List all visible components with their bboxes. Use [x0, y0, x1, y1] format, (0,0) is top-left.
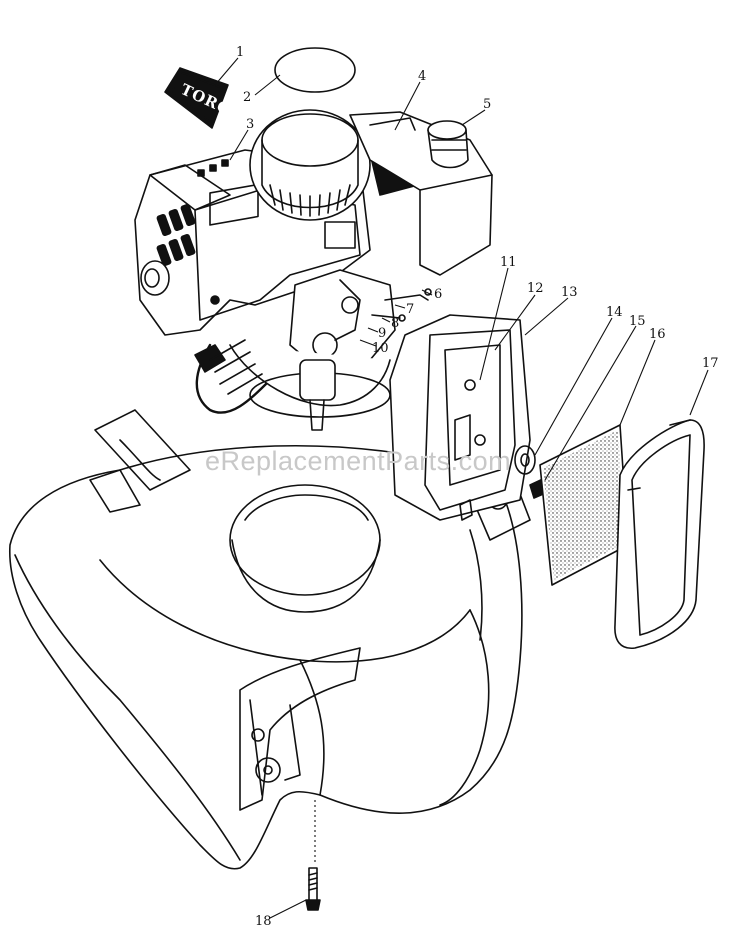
- air-filter-element: [539, 424, 629, 586]
- callout-8: 8: [391, 316, 399, 331]
- air-cleaner-cover: [614, 419, 705, 650]
- starter-ribs: [269, 184, 351, 217]
- engine-assembly: [134, 109, 493, 431]
- callout-13: 13: [561, 285, 578, 300]
- callout-7: 7: [406, 302, 414, 317]
- callout-12: 12: [527, 281, 544, 296]
- mounting-bolt: [305, 800, 321, 911]
- callout-2: 2: [243, 90, 251, 105]
- toro-decal: TORO: [164, 67, 234, 129]
- leader-lines: [214, 57, 709, 919]
- callout-15: 15: [629, 314, 646, 329]
- air-cleaner-base: [389, 314, 531, 521]
- watermark: eReplacementParts.com: [205, 446, 511, 476]
- callout-17: 17: [702, 356, 719, 371]
- callout-4: 4: [418, 69, 426, 84]
- callout-labels: 1 2 3 4 5 6 7 8 9 10 11 12 13 14 15 16 1…: [236, 45, 719, 929]
- callout-10: 10: [372, 341, 389, 356]
- callout-11: 11: [500, 255, 517, 270]
- callout-3: 3: [246, 117, 254, 132]
- callout-6: 6: [434, 287, 442, 302]
- callout-9: 9: [378, 326, 386, 341]
- callout-5: 5: [483, 97, 491, 112]
- callout-16: 16: [649, 327, 666, 342]
- callout-14: 14: [606, 305, 623, 320]
- cooling-vents: [156, 159, 229, 267]
- gasket-ring: [274, 47, 356, 93]
- callout-18: 18: [255, 914, 272, 929]
- callout-1: 1: [236, 45, 244, 60]
- mower-deck: [8, 409, 531, 870]
